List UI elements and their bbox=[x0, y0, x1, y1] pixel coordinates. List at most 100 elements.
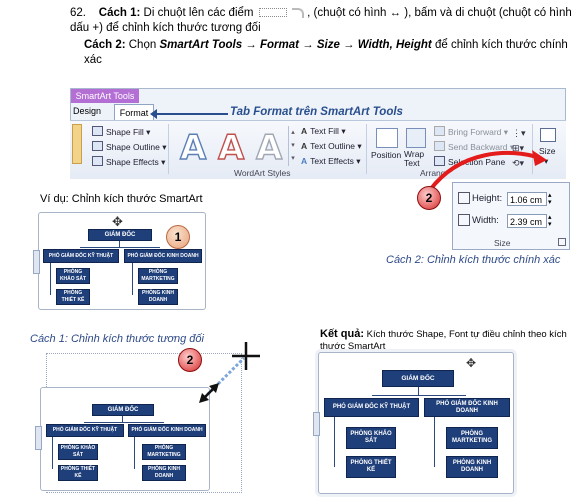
ribbon-separator bbox=[532, 124, 533, 174]
org-node-survey[interactable]: PHÒNG KHẢO SÁT bbox=[58, 444, 98, 460]
org-node-vp-sales[interactable]: PHÓ GIÁM ĐỐC KINH DOANH bbox=[128, 424, 206, 437]
size-button[interactable]: Size bbox=[539, 146, 556, 156]
size-icon bbox=[540, 128, 556, 142]
handle-corner-icon bbox=[291, 7, 304, 18]
selection-pane-icon bbox=[434, 156, 445, 166]
bring-forward-button[interactable]: Bring Forward ▾ bbox=[434, 126, 508, 138]
text-pane-toggle[interactable] bbox=[33, 250, 40, 274]
wordart-gallery-scroll[interactable]: ▴▾▾ bbox=[288, 126, 297, 166]
org-node-marketing[interactable]: PHÒNG MARTKETING bbox=[142, 444, 186, 460]
text-effects-icon: A bbox=[301, 156, 308, 166]
shape-effects-button[interactable]: Shape Effects ▾ bbox=[92, 156, 165, 168]
connector bbox=[134, 437, 135, 469]
height-icon bbox=[458, 192, 470, 204]
org-node-vp-tech[interactable]: PHÓ GIÁM ĐỐC KỸ THUẬT bbox=[324, 398, 419, 417]
arrange-group-label: Arrang bbox=[420, 168, 446, 178]
org-node-business[interactable]: PHÒNG KINH DOANH bbox=[142, 465, 186, 481]
connector bbox=[334, 417, 335, 467]
step-badge-2-ribbon: 2 bbox=[417, 186, 441, 210]
annotation-arrow-line bbox=[154, 113, 228, 115]
connector bbox=[119, 241, 120, 248]
method1-caption: Cách 1: Chỉnh kích thước tương đối bbox=[30, 333, 204, 345]
connector bbox=[418, 387, 419, 396]
height-spinner[interactable]: ▴▾ bbox=[548, 192, 552, 206]
move-cursor-icon: ✥ bbox=[112, 214, 123, 229]
tab-design[interactable]: Design bbox=[73, 106, 102, 116]
org-node-business[interactable]: PHÒNG KINH DOANH bbox=[138, 289, 178, 305]
org-node-design[interactable]: PHÒNG THIẾT KẾ bbox=[346, 456, 396, 478]
org-node-ceo[interactable]: GIÁM ĐỐC bbox=[92, 404, 154, 416]
send-backward-button[interactable]: Send Backward ▾ bbox=[434, 141, 514, 153]
wordart-group-label: WordArt Styles bbox=[234, 168, 291, 178]
size-dropdown-chevron-icon[interactable]: ▾ bbox=[544, 156, 549, 166]
format-tab-annotation: Tab Format trên SmartArt Tools bbox=[230, 106, 403, 118]
height-label: Height: bbox=[472, 193, 503, 204]
org-node-design[interactable]: PHÒNG THIẾT KẾ bbox=[58, 465, 98, 481]
width-input[interactable]: 2.39 cm bbox=[507, 214, 547, 228]
connector bbox=[132, 263, 133, 295]
tab-format[interactable]: Format bbox=[114, 104, 154, 121]
org-node-ceo[interactable]: GIÁM ĐỐC bbox=[382, 370, 454, 387]
resize-cursor-head-icon bbox=[209, 383, 219, 393]
ribbon-body bbox=[70, 120, 566, 179]
bring-forward-icon bbox=[434, 126, 445, 136]
wordart-style-2[interactable]: A bbox=[217, 127, 245, 168]
red-arrow-path bbox=[428, 150, 541, 192]
org-node-vp-tech[interactable]: PHÓ GIÁM ĐỐC KỸ THUẬT bbox=[43, 249, 119, 263]
shape-fill-button[interactable]: Shape Fill ▾ bbox=[92, 126, 150, 138]
shape-style-swatch[interactable] bbox=[72, 124, 82, 164]
text-pane-toggle[interactable] bbox=[313, 412, 320, 436]
send-backward-icon bbox=[434, 141, 445, 151]
align-buttons[interactable]: ⋮▾⊞▾⟲▾ bbox=[512, 128, 526, 168]
intro-paragraph: 62. Cách 1: Di chuột lên các điểm , (chu… bbox=[70, 6, 580, 36]
resize-drag-graphic bbox=[199, 342, 260, 403]
height-input[interactable]: 1.06 cm bbox=[507, 192, 547, 206]
wordart-style-1[interactable]: A bbox=[179, 127, 207, 168]
method2-label: Cách 2: bbox=[84, 39, 126, 51]
width-label: Width: bbox=[472, 215, 499, 226]
ribbon-separator bbox=[366, 124, 367, 174]
selection-pane-button[interactable]: Selection Pane bbox=[434, 156, 505, 167]
org-node-vp-tech[interactable]: PHÓ GIÁM ĐỐC KỸ THUẬT bbox=[46, 424, 124, 437]
paint-bucket-icon bbox=[92, 126, 103, 136]
connector bbox=[80, 247, 160, 248]
org-node-marketing[interactable]: PHÒNG MARTKETING bbox=[446, 427, 498, 449]
org-node-survey[interactable]: PHÒNG KHẢO SÁT bbox=[56, 268, 90, 284]
annotation-arrow-head-icon bbox=[150, 109, 157, 119]
position-icon bbox=[376, 128, 398, 148]
size-group-label: Size bbox=[494, 238, 511, 248]
size-dialog-launcher-icon[interactable] bbox=[558, 238, 566, 246]
width-spinner[interactable]: ▴▾ bbox=[548, 214, 552, 228]
org-node-ceo[interactable]: GIÁM ĐỐC bbox=[88, 229, 152, 241]
connector bbox=[50, 263, 51, 295]
red-arrow-head-icon bbox=[532, 150, 547, 166]
org-node-design[interactable]: PHÒNG THIẾT KẾ bbox=[56, 289, 90, 305]
smartart-tools-context-tab[interactable]: SmartArt Tools bbox=[71, 89, 139, 103]
method2-text-b: để chỉnh kích thước chính xác bbox=[84, 39, 568, 66]
text-pane-toggle[interactable] bbox=[35, 426, 42, 450]
org-node-survey[interactable]: PHÒNG KHẢO SÁT bbox=[346, 427, 396, 449]
org-node-marketing[interactable]: PHÒNG MARTKETING bbox=[138, 268, 178, 284]
handle-dots-icon bbox=[258, 8, 287, 18]
connector bbox=[84, 422, 164, 423]
position-button[interactable]: Position bbox=[371, 150, 402, 160]
method2-paragraph: Cách 2: Chọn SmartArt Tools → Format → S… bbox=[84, 38, 580, 68]
connector bbox=[434, 417, 435, 467]
org-node-vp-sales[interactable]: PHÓ GIÁM ĐỐC KINH DOANH bbox=[424, 398, 510, 417]
pen-icon bbox=[92, 141, 103, 151]
org-node-business[interactable]: PHÒNG KINH DOANH bbox=[446, 456, 498, 478]
drag-path-dashed bbox=[202, 356, 246, 400]
shape-effects-icon bbox=[92, 156, 103, 166]
shape-outline-button[interactable]: Shape Outline ▾ bbox=[92, 141, 167, 153]
wordart-style-3[interactable]: A bbox=[255, 127, 283, 168]
wrap-text-button[interactable]: Wrap Text bbox=[404, 149, 425, 168]
connector bbox=[372, 395, 466, 396]
result-text: Kích thước Shape, Font tự điều chỉnh the… bbox=[320, 329, 567, 352]
org-node-vp-sales[interactable]: PHÓ GIÁM ĐỐC KINH DOANH bbox=[124, 249, 202, 263]
method1-label: Cách 1: bbox=[98, 7, 141, 19]
text-outline-icon: A bbox=[301, 141, 308, 151]
red-curved-arrow bbox=[428, 150, 547, 192]
